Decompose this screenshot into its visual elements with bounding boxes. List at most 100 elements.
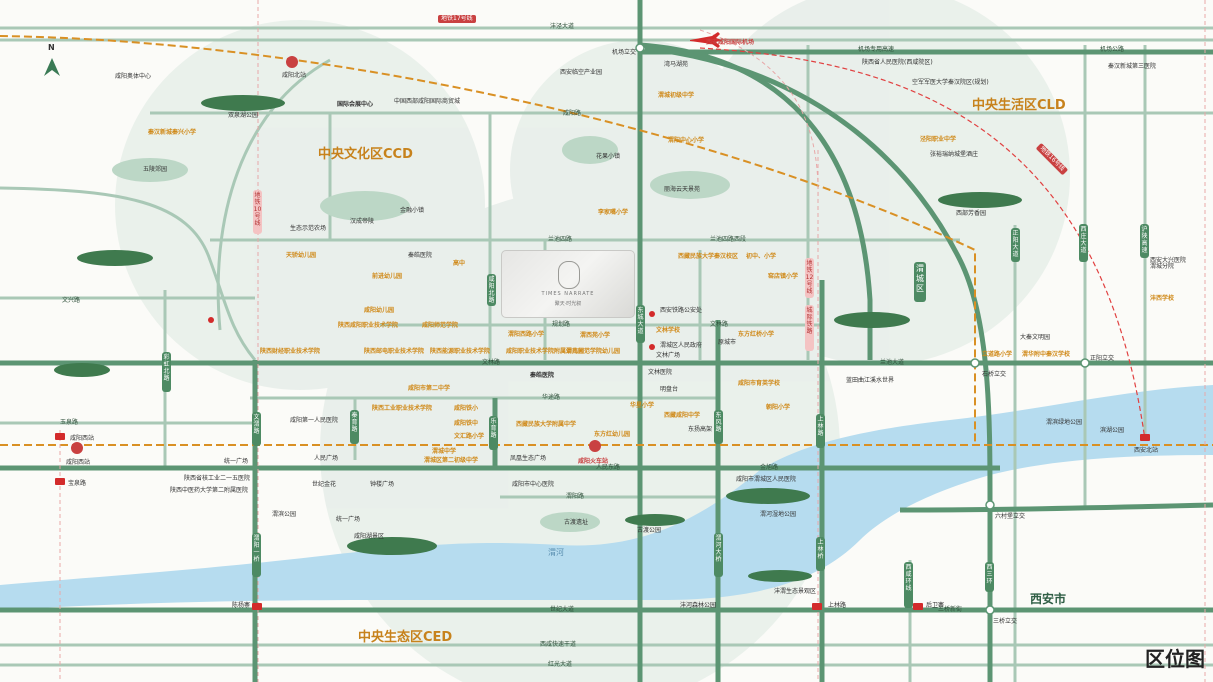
road-caihong: 彩虹北路	[162, 352, 171, 392]
station-shishi: 石桥立交	[982, 371, 1007, 378]
school-s38: 渭南师范学院幼儿园	[566, 348, 621, 355]
hospital-h9: 秦汉新城第三医院	[1108, 63, 1157, 70]
place-shengtai: 生态示范农场	[290, 225, 327, 232]
stars	[208, 311, 655, 350]
school-s12: 咸阳师范学院	[422, 322, 459, 329]
station-houwei: 后卫寨	[926, 602, 945, 609]
interchanges	[635, 43, 1090, 615]
road-jichang-gonglu: 机场公路	[1100, 46, 1125, 53]
place-fengjing: 凤凰生态广场	[510, 455, 547, 462]
school-s22: 陕西工业职业技术学院	[372, 405, 433, 412]
school-s29: 华星小学	[630, 402, 655, 409]
place-langui: 蓝田曲江溪水世界	[846, 377, 895, 384]
project-card[interactable]: TIMES NARRATE 聚天·时光叙	[501, 250, 635, 318]
place-wenxing-yuan: 大秦文明园	[1020, 334, 1051, 341]
school-s23: 咸阳铁小	[454, 405, 479, 412]
school-s13: 陕西财经职业技术学院	[260, 348, 321, 355]
school-s19: 东方红桥小学	[738, 331, 775, 338]
road-fengji: 沣泾大道	[550, 23, 575, 30]
school-s28: 渭城区第二初级中学	[424, 457, 479, 464]
station-xianyang-xi: 咸阳西站	[70, 435, 95, 442]
school-s8: 初中、小学	[746, 253, 777, 260]
road-lanchi-dadao: 兰池大道	[880, 359, 905, 366]
metro-label-line12b: 城际铁路	[805, 305, 814, 351]
road-jinzhou: 金旭路	[760, 464, 779, 471]
station-jichang-lijiao: 机场立交	[612, 49, 637, 56]
place-shiji-gc: 世纪金花	[312, 481, 337, 488]
place-xianyang-hu: 咸阳湖景区	[354, 533, 385, 540]
place-fengshui: 沣渭生态景观区	[774, 588, 817, 595]
hospital-h10: 文林医院	[648, 369, 673, 376]
gov-g2: 渭城区人民政府	[660, 342, 703, 349]
school-s27: 渭城中学	[432, 448, 457, 455]
station-zhengyang: 正阳立交	[1090, 355, 1115, 362]
station-xianyang-huoche: 咸阳火车站	[578, 458, 609, 465]
road-lechuan: 咸阳北路	[487, 274, 496, 306]
station-airport: 西安咸阳国际机场	[706, 39, 755, 46]
road-xisanhuan: 西三环	[985, 562, 994, 592]
hospital-h4: 陕西省核工业二一五医院	[184, 475, 251, 482]
school-s39: 咸阳幼儿园	[364, 307, 395, 314]
road-lanchi-si: 兰池四路	[548, 236, 573, 243]
district-cld: 中央生活区CLD	[972, 98, 1066, 113]
tree-clusters	[54, 95, 1022, 582]
road-luzhou: 乐育路	[489, 416, 498, 450]
park-blobs	[112, 136, 730, 532]
place-binhu: 滨湖公园	[1100, 427, 1125, 434]
place-dongjiang: 东扬高架	[688, 426, 713, 433]
north-arrow-icon	[44, 58, 60, 76]
road-hongguang: 红光大道	[548, 661, 573, 668]
metro-label-line12a: 地铁12号线	[805, 258, 814, 298]
school-s37: 咸阳职业技术学院附属幼儿园	[506, 348, 585, 355]
station-xiwei-bei: 西安北站	[1134, 447, 1159, 454]
road-xixian-kuaisu: 西咸快速干道	[540, 641, 577, 648]
minor-roads	[0, 26, 1213, 682]
road-yuquan: 玉泉路	[60, 419, 79, 426]
school-s25: 文汇路小学	[454, 433, 485, 440]
road-xianyang: 咸阳路	[563, 110, 582, 117]
place-gudu-gy: 古渡公园	[637, 527, 662, 534]
road-wenlin: 文林路	[482, 359, 501, 366]
place-liqing: 丽海云天景苑	[664, 186, 701, 193]
road-lanchi-si-w: 兰池四路西段	[710, 236, 747, 243]
school-s30: 西藏咸阳中学	[664, 412, 701, 419]
bridge-weihe: 渭河大桥	[714, 533, 723, 577]
road-dongfeng: 东风路	[714, 410, 723, 444]
place-zhongxin-gc: 钟楼广场	[370, 481, 395, 488]
station-baoquan: 宝泉路	[68, 480, 87, 487]
road-sanqiao-xin: 三桥新街	[938, 606, 963, 613]
school-s15: 陕西能源职业技术学院	[430, 348, 491, 355]
school-s10: 前进幼儿园	[372, 273, 403, 280]
road-wenwei: 文渭路	[252, 412, 261, 446]
place-gaoxin: 渭河湿地公园	[760, 511, 797, 518]
road-shiji: 世纪大道	[550, 606, 575, 613]
school-s16: 咸阳市第二中学	[408, 385, 451, 392]
place-zhongwei: 渭滨绿地公园	[1046, 419, 1083, 426]
road-qinyu: 秦育路	[350, 410, 359, 444]
place-renmin-gc: 人民广场	[314, 455, 339, 462]
place-zhangjiang: 张裕瑞纳城堡酒庄	[930, 151, 979, 158]
road-weiyang: 渭阳路	[566, 493, 585, 500]
place-xifen: 西部芳香园	[956, 210, 987, 217]
school-s41: 东方红幼儿园	[594, 431, 631, 438]
place-wujun: 五陵郊园	[143, 166, 168, 173]
place-airport-park: 西安临空产业园	[560, 69, 603, 76]
school-s2: 渭城初级中学	[658, 92, 695, 99]
school-s4: 李家嘴小学	[598, 209, 629, 216]
hospital-h1: 秦皓医院	[530, 372, 555, 379]
place-weibin-gy: 渭滨公园	[272, 511, 297, 518]
station-weihe-senlin: 沣河森林公园	[680, 602, 717, 609]
school-s20: 渭阳西路小学	[508, 331, 545, 338]
hospital-h11: 西安大兴医院渭城分院	[1150, 257, 1187, 270]
map-title: 区位图	[1145, 647, 1205, 671]
school-s21: 咸阳市育英学校	[738, 380, 781, 387]
district-ccd: 中央文化区CCD	[318, 147, 413, 162]
metro-label-line10: 地铁10号线	[253, 190, 262, 234]
place-shuangquan: 双泉湖公园	[228, 112, 259, 119]
school-s36: 泾阳职业中学	[920, 136, 957, 143]
hospital-h7: 陕西省人民医院(西咸院区)	[862, 59, 933, 66]
school-s18: 文林学校	[656, 327, 681, 334]
hospital-h6: 咸阳市渭城区人民医院	[736, 476, 797, 483]
road-guihua: 规划路	[552, 321, 571, 328]
